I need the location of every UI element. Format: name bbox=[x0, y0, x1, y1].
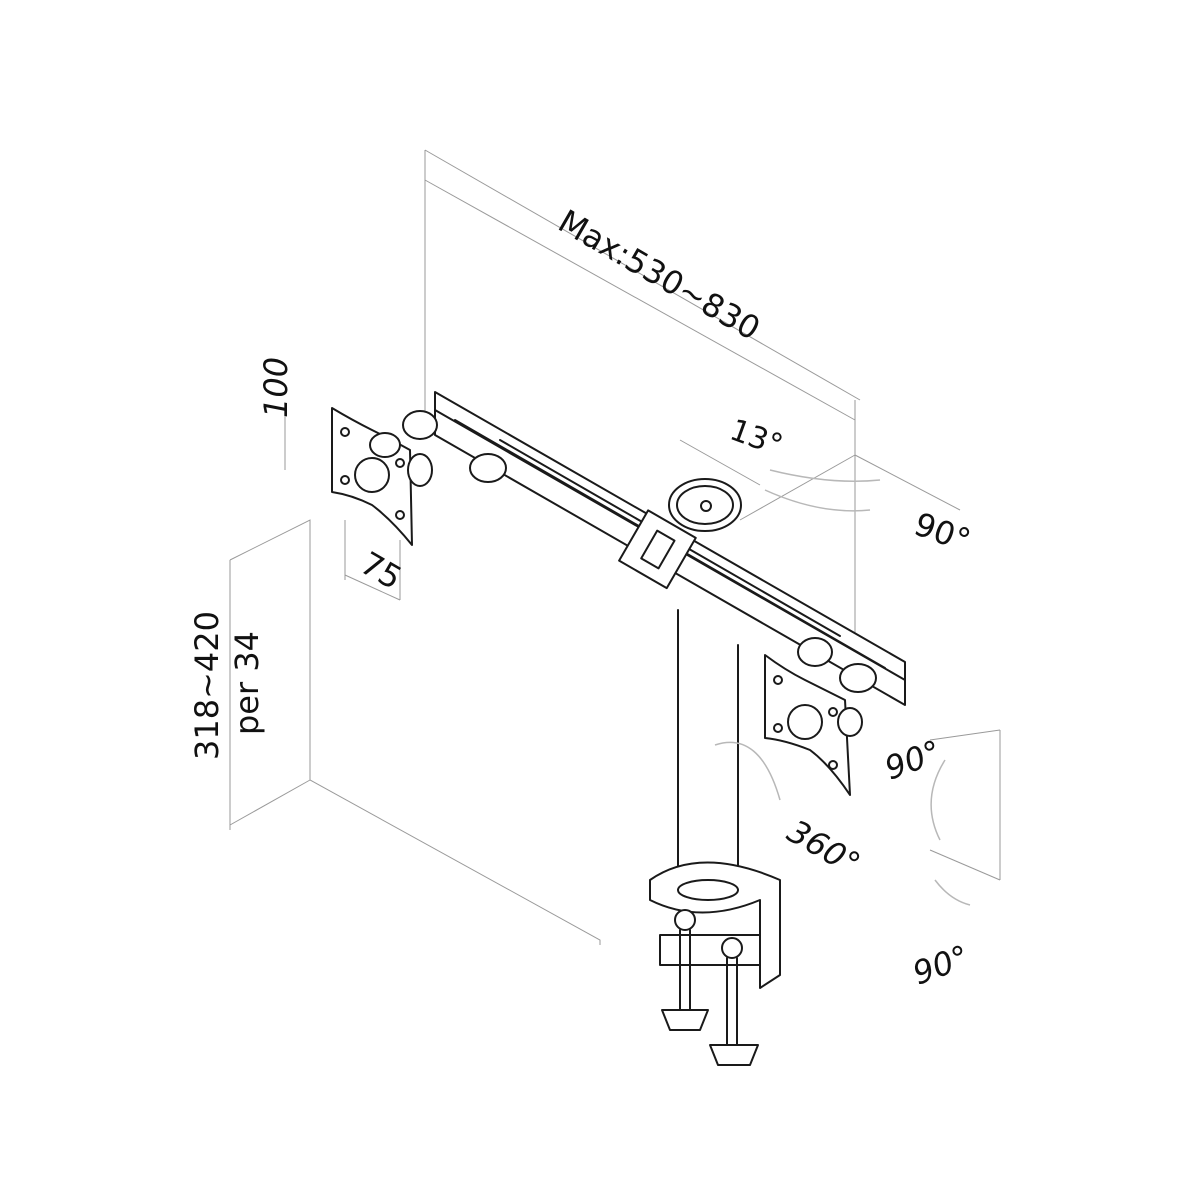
pole bbox=[677, 609, 739, 901]
vesa-plate-right bbox=[764, 637, 877, 796]
arm-swivel-label: 90° bbox=[909, 505, 975, 560]
height-range-label: 318~420 bbox=[188, 611, 226, 760]
max-width-label: Max:530~830 bbox=[552, 202, 767, 348]
pivot-disc bbox=[668, 478, 742, 532]
desk-guide-outline bbox=[229, 149, 1001, 945]
height-step-label: per 34 bbox=[228, 631, 266, 735]
crossbar-arm bbox=[434, 391, 906, 706]
base-swivel-label: 90° bbox=[908, 937, 974, 992]
rotation-arrows bbox=[714, 469, 971, 906]
vesa-plate-left bbox=[331, 407, 507, 546]
tilt-top-label: 13° bbox=[725, 413, 787, 464]
dimension-guides bbox=[284, 410, 761, 601]
desk-clamp bbox=[649, 861, 781, 1066]
vesa-vertical-label: 100 bbox=[257, 357, 295, 418]
pole-rotation-label: 360° bbox=[781, 812, 867, 883]
